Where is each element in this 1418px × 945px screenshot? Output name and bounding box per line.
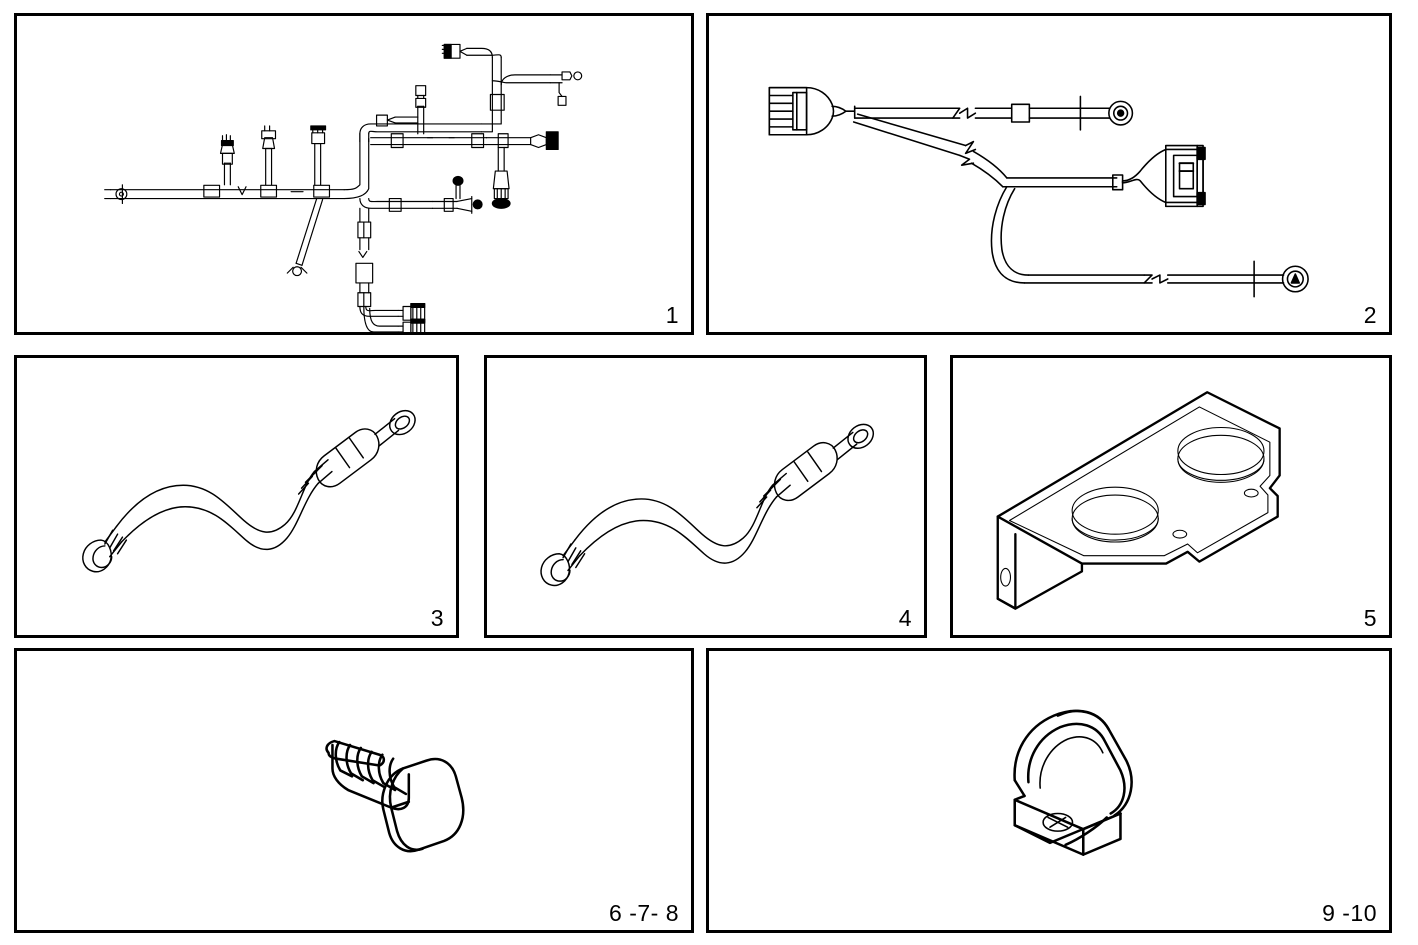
main-engine-wiring-harness-drawing: [104, 43, 583, 332]
panel-7-number-label: 9 -10: [1322, 900, 1377, 926]
panel-4-battery-cable-short[interactable]: 4: [484, 355, 927, 638]
battery-positive-cable-assembly-drawing: [768, 86, 1309, 298]
panel-1-number-label: 1: [665, 302, 679, 328]
panel-5-mounting-bracket[interactable]: 5: [950, 355, 1392, 638]
panel-6-number-label: 6 -7- 8: [609, 900, 679, 926]
battery-cable-short-drawing: [540, 423, 875, 587]
panel-3-number-label: 3: [430, 605, 444, 631]
panel-5-number-label: 5: [1363, 605, 1377, 631]
battery-cable-long-drawing: [82, 409, 416, 573]
panel-2-number-label: 2: [1363, 302, 1377, 328]
panel-6-hex-head-bolt[interactable]: 6 -7- 8: [14, 648, 694, 933]
hex-head-bolt-drawing: [325, 739, 465, 853]
panel-4-number-label: 4: [898, 605, 912, 631]
cable-clamp-drawing: [1013, 709, 1133, 856]
mounting-bracket-drawing: [996, 391, 1281, 610]
panel-7-cable-clamp[interactable]: 9 -10: [706, 648, 1392, 933]
panel-1-main-harness[interactable]: 1: [14, 13, 694, 335]
panel-3-battery-cable-long[interactable]: 3: [14, 355, 459, 638]
panel-2-battery-cable-assembly[interactable]: 2: [706, 13, 1392, 335]
